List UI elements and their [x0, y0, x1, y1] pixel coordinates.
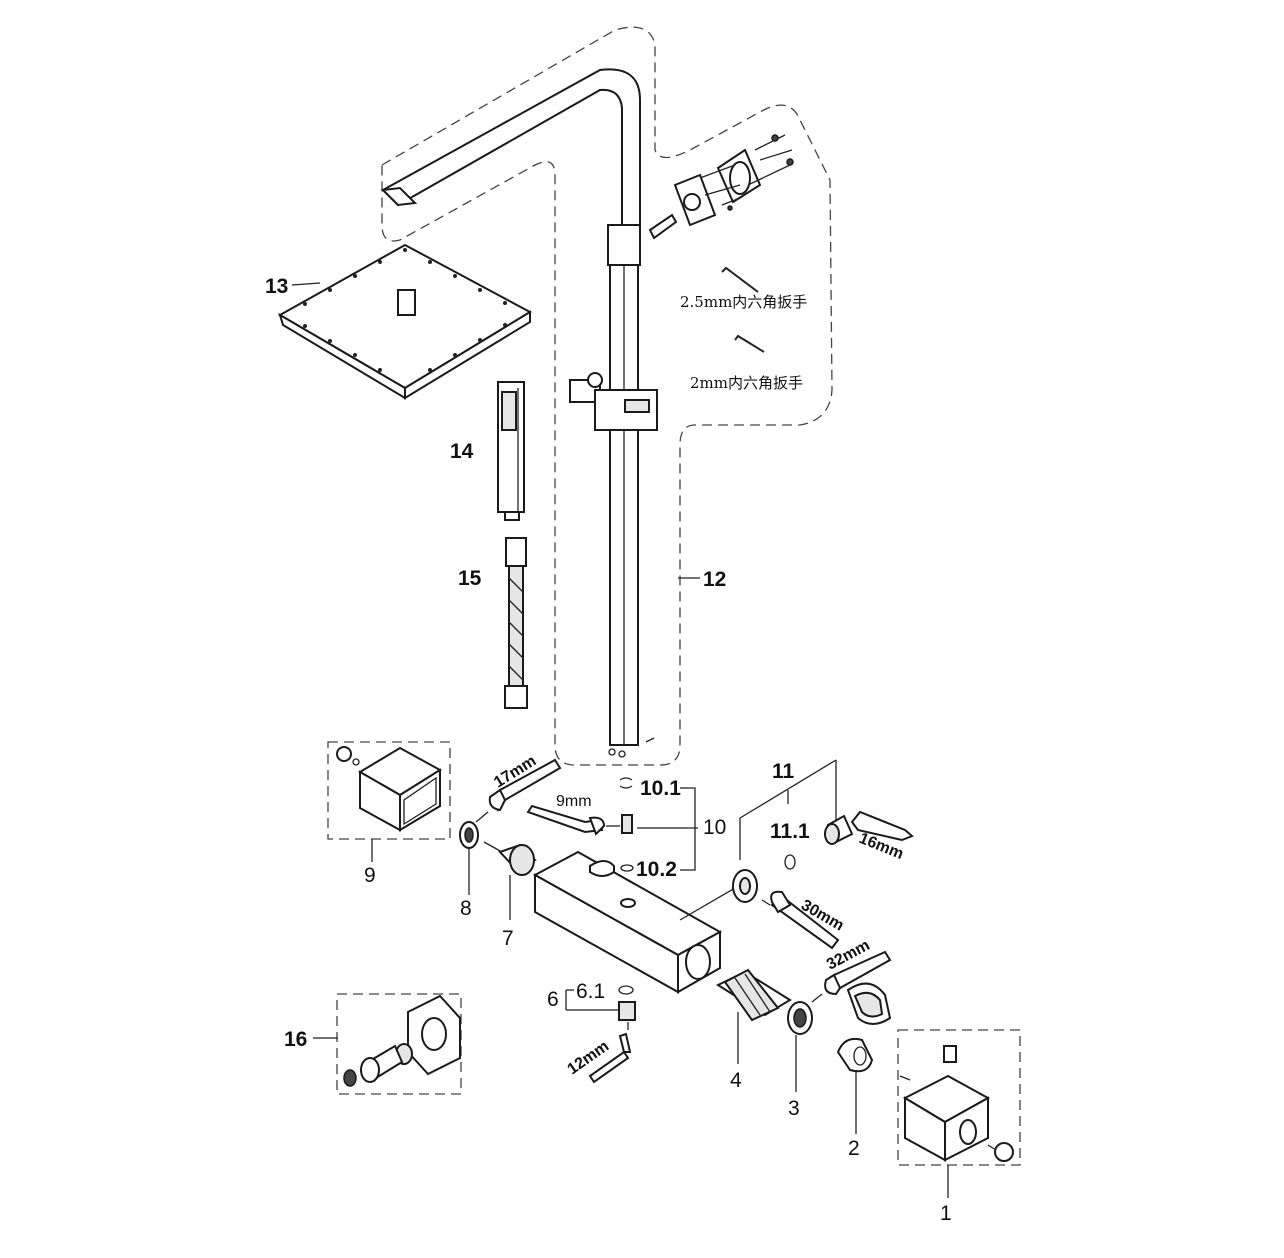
label-4: 4 — [730, 1069, 742, 1092]
label-11-1: 11.1 — [770, 820, 810, 843]
shower-hose — [504, 537, 528, 709]
wrench-17mm — [488, 758, 562, 812]
label-6: 6 — [547, 988, 559, 1011]
label-9: 9 — [364, 864, 376, 887]
label-7: 7 — [502, 927, 514, 950]
connector-16 — [343, 994, 461, 1087]
label-3: 3 — [788, 1097, 800, 1120]
hex-key-2-5mm-label: 2.5mm内六角扳手 — [680, 293, 807, 311]
label-12: 12 — [703, 568, 726, 591]
handle-cube — [336, 746, 442, 832]
hex-key-12mm — [588, 1022, 632, 1084]
wrench-30mm — [761, 890, 840, 950]
hex-key-2mm-label: 2mm内六角扳手 — [690, 374, 803, 392]
label-10: 10 — [703, 816, 726, 839]
diverter-parts-10 — [619, 777, 698, 872]
thermostatic-mixer-body — [532, 850, 736, 994]
wrench-32mm — [811, 950, 892, 1003]
label-6-1: 6.1 — [576, 980, 605, 1003]
head-shower — [277, 243, 533, 400]
shower-column — [380, 68, 678, 758]
eccentric-11 — [824, 814, 854, 845]
handle-cube-1 — [899, 1045, 1014, 1162]
check-valve-6 — [618, 985, 636, 1021]
wrench-16mm — [850, 810, 914, 842]
hand-shower — [497, 381, 525, 521]
group-outline-9 — [327, 741, 451, 840]
label-1: 1 — [940, 1202, 952, 1225]
hex-key-2mm — [734, 334, 765, 353]
group-outline-12 — [381, 26, 833, 766]
adapter-2 — [836, 1037, 874, 1073]
seal-11-1 — [784, 854, 796, 870]
label-10-2: 10.2 — [636, 858, 677, 881]
label-2: 2 — [848, 1137, 860, 1160]
wall-bracket — [673, 134, 794, 227]
handle-cap — [846, 982, 892, 1025]
cartridge-4 — [715, 968, 792, 1022]
hex-key-2-5mm — [721, 266, 759, 293]
label-10-1: 10.1 — [640, 777, 681, 800]
label-16: 16 — [284, 1028, 307, 1051]
cartridge-7 — [483, 841, 537, 876]
union-nut-11 — [732, 869, 758, 903]
label-11: 11 — [772, 760, 795, 783]
label-8: 8 — [460, 897, 472, 920]
label-14: 14 — [450, 440, 474, 463]
label-15: 15 — [458, 567, 482, 590]
wrench-9mm-label: 9mm — [556, 793, 592, 810]
label-13: 13 — [265, 275, 288, 298]
wrench-9mm — [526, 804, 606, 836]
